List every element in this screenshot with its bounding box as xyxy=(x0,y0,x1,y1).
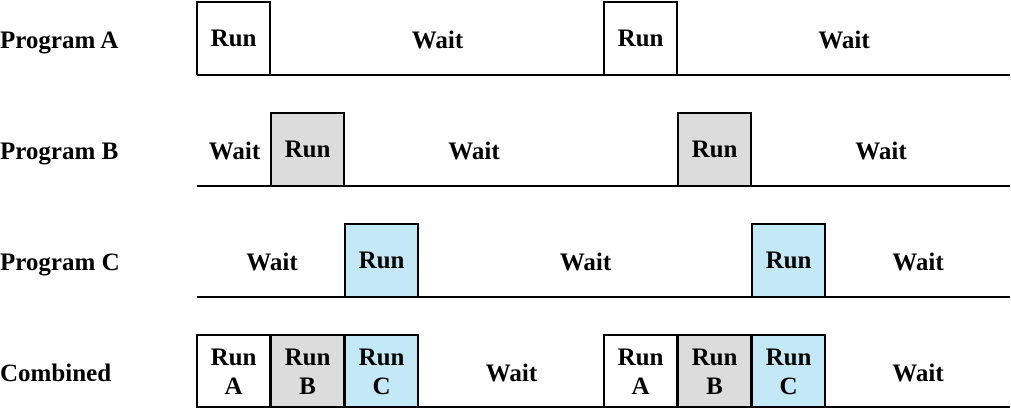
program-a-baseline xyxy=(197,74,1010,76)
program-letter: C xyxy=(372,373,391,400)
program-a-run-2: Run xyxy=(603,1,678,75)
program-a-wait-1: Wait xyxy=(411,27,464,54)
program-letter: A xyxy=(224,373,243,400)
combined-wait-1: Wait xyxy=(485,360,538,387)
program-b-wait-0: Wait xyxy=(208,138,261,165)
program-c-wait-2: Wait xyxy=(892,249,944,276)
program-letter: C xyxy=(779,373,798,400)
program-b-run-2: Run xyxy=(677,112,752,186)
run-label: Run xyxy=(691,344,738,371)
run-label: Run xyxy=(358,247,405,274)
program-letter: A xyxy=(631,373,650,400)
program-b-baseline xyxy=(197,185,1010,187)
combined-run-b-1: Run B xyxy=(270,334,345,408)
combined-run-a-1: Run A xyxy=(196,334,271,408)
program-c-wait-1: Wait xyxy=(559,249,612,276)
combined-label: Combined xyxy=(0,360,112,387)
program-b-run-1: Run xyxy=(270,112,345,186)
run-label: Run xyxy=(284,344,331,371)
run-label: Run xyxy=(765,344,812,371)
run-label: Run xyxy=(765,247,812,274)
program-b-label: Program B xyxy=(0,138,119,165)
program-c-wait-0: Wait xyxy=(246,249,298,276)
run-label: Run xyxy=(691,136,738,163)
program-b-wait-1: Wait xyxy=(448,138,500,165)
program-c-baseline xyxy=(197,296,1010,298)
program-a-wait-2: Wait xyxy=(818,27,870,54)
combined-run-c-1: Run C xyxy=(344,334,419,408)
run-label: Run xyxy=(617,344,664,371)
program-a-run-1: Run xyxy=(196,1,271,75)
run-label: Run xyxy=(617,25,664,52)
program-b-wait-2: Wait xyxy=(855,138,907,165)
program-c-run-1: Run xyxy=(344,223,419,297)
program-c-label: Program C xyxy=(0,249,120,276)
combined-wait-2: Wait xyxy=(892,360,944,387)
combined-run-c-2: Run C xyxy=(751,334,826,408)
run-label: Run xyxy=(210,344,257,371)
combined-run-b-2: Run B xyxy=(677,334,752,408)
combined-run-a-2: Run A xyxy=(603,334,678,408)
program-letter: B xyxy=(706,373,723,400)
run-label: Run xyxy=(284,136,331,163)
run-label: Run xyxy=(210,25,257,52)
combined-baseline xyxy=(197,406,1010,408)
run-label: Run xyxy=(358,344,405,371)
program-letter: B xyxy=(299,373,316,400)
program-a-label: Program A xyxy=(0,27,119,54)
program-c-run-2: Run xyxy=(751,223,826,297)
